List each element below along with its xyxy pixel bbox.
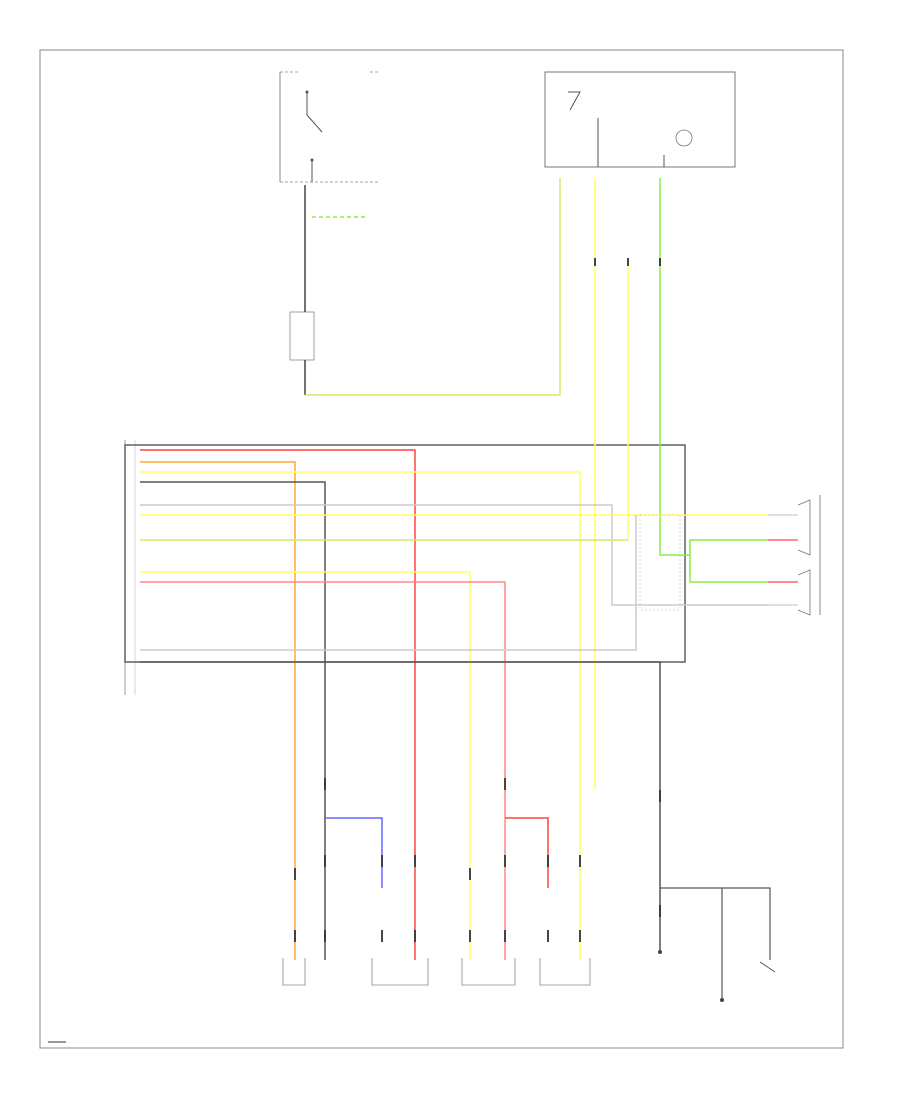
connector-ticks xyxy=(294,258,661,942)
gray-wire-1 xyxy=(140,504,768,606)
red-jumper xyxy=(505,817,549,888)
relay-box xyxy=(289,311,315,361)
module-wire-4 xyxy=(689,555,768,583)
orange-wire xyxy=(140,461,296,960)
switch-symbol xyxy=(759,961,776,973)
ground-wire xyxy=(140,661,661,952)
connector-frame xyxy=(639,514,681,611)
ground-branch xyxy=(660,887,771,960)
diagram-border xyxy=(39,49,844,1049)
violet-jumper xyxy=(325,817,383,888)
ground-point-2 xyxy=(720,998,724,1002)
right-sensor xyxy=(768,495,821,616)
module-internals xyxy=(568,91,693,167)
pink-wire xyxy=(140,581,506,960)
relay-module-wire xyxy=(305,178,561,396)
yellow-wire-3 xyxy=(140,571,471,960)
gray-wire-2 xyxy=(140,515,637,651)
module-wire-3 xyxy=(659,178,768,556)
control-module-box xyxy=(544,71,736,168)
sensor-brackets xyxy=(282,958,591,986)
yellow-wire-1 xyxy=(140,471,581,960)
ground-point-1 xyxy=(658,950,662,954)
switch-assembly xyxy=(279,71,380,183)
left-connector-block xyxy=(124,440,686,695)
dark-wire-1 xyxy=(140,481,326,960)
red-wire-1 xyxy=(140,449,416,960)
